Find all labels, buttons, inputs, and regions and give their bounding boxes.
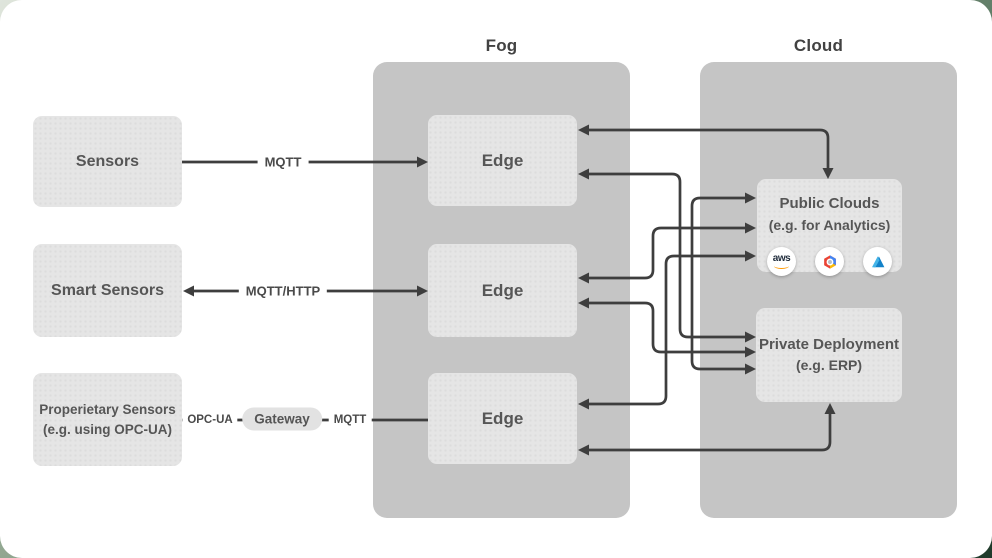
aws-icon-swoosh: [774, 263, 789, 269]
node-smart-sensors-label: Smart Sensors: [51, 281, 164, 299]
node-gateway: Gateway: [242, 407, 322, 431]
aws-icon-text: aws: [772, 253, 791, 264]
public-cloud-provider-icons: aws: [757, 247, 902, 276]
node-edge-1: Edge: [428, 115, 577, 206]
node-edge-3: Edge: [428, 373, 577, 464]
node-edge-3-label: Edge: [481, 408, 524, 428]
aws-icon: aws: [767, 247, 796, 276]
google-cloud-icon: [815, 247, 844, 276]
node-edge-2-label: Edge: [481, 280, 524, 300]
node-proprietary-sensors-sublabel: (e.g. using OPC-UA): [43, 421, 172, 437]
node-edge-1-label: Edge: [481, 150, 524, 170]
wire-label-opc-ua: OPC-UA: [182, 413, 238, 427]
node-private-deployment-label: Private Deployment: [758, 335, 900, 353]
node-edge-2: Edge: [428, 244, 577, 337]
node-smart-sensors: Smart Sensors: [33, 244, 182, 337]
node-proprietary-sensors-label: Properietary Sensors: [39, 401, 176, 417]
wire-label-mqtt-bottom: MQTT: [328, 413, 372, 427]
fog-layer-title: Fog: [485, 36, 518, 55]
node-sensors-label: Sensors: [75, 152, 140, 170]
cloud-layer-container: [700, 62, 957, 518]
cloud-layer-title: Cloud: [793, 36, 844, 55]
node-private-deployment: Private Deployment (e.g. ERP): [756, 308, 902, 402]
wire-label-mqtt-http: MQTT/HTTP: [238, 282, 328, 300]
node-proprietary-sensors: Properietary Sensors (e.g. using OPC-UA): [33, 373, 182, 466]
node-private-deployment-sublabel: (e.g. ERP): [795, 357, 863, 374]
node-public-clouds-label: Public Clouds: [779, 195, 880, 213]
wire-label-mqtt-top: MQTT: [257, 153, 309, 171]
azure-icon: [863, 247, 892, 276]
node-sensors: Sensors: [33, 116, 182, 207]
node-public-clouds-sublabel: (e.g. for Analytics): [768, 216, 891, 233]
node-public-clouds: Public Clouds (e.g. for Analytics) aws: [757, 179, 902, 276]
